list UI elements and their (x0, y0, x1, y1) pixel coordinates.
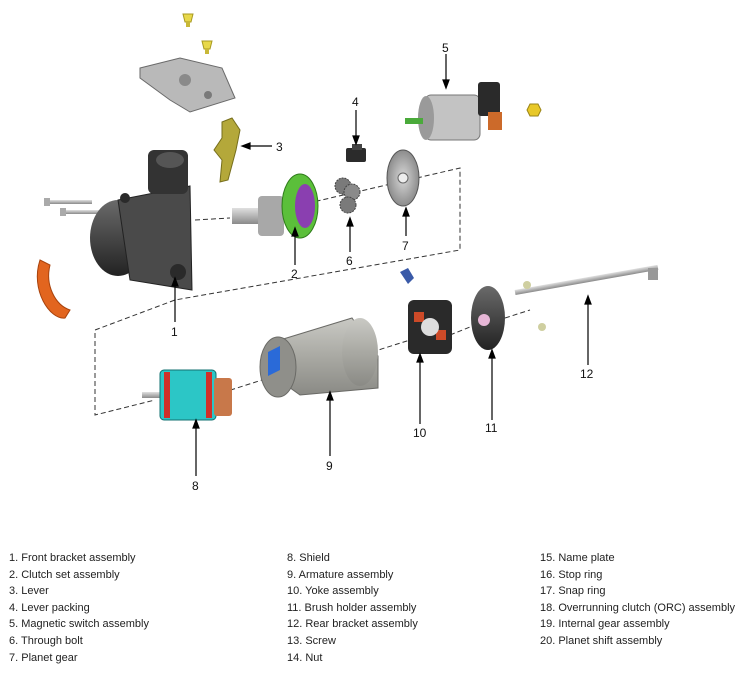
legend-item: 16. Stop ring (540, 568, 603, 581)
callout-10: 10 (413, 426, 427, 440)
callout-6: 6 (346, 254, 353, 268)
bolt-top-2 (201, 40, 213, 54)
callout-2: 2 (291, 267, 298, 281)
rear-bracket-plate-part (471, 286, 505, 350)
callout-1: 1 (171, 325, 178, 339)
brush-holder-part (400, 268, 452, 354)
packing-part (36, 259, 71, 319)
legend-item: 2. Clutch set assembly (9, 568, 120, 581)
leader-lines (171, 54, 592, 476)
legend-item: 11. Brush holder assembly (287, 601, 417, 614)
lever-part (213, 117, 241, 183)
legend-column-3: 15. Name plate 16. Stop ring 17. Snap ri… (540, 550, 735, 650)
callout-11: 11 (485, 421, 498, 435)
planet-gears-part (334, 177, 361, 214)
callout-7: 7 (402, 239, 409, 253)
callout-4: 4 (352, 95, 359, 109)
front-bracket-part (90, 150, 193, 291)
callout-5: 5 (442, 41, 449, 55)
starter-exploded-diagram: 1 2 3 4 5 6 7 8 9 10 11 12 (36, 13, 659, 493)
legend-item: 3. Lever (9, 585, 49, 598)
magnetic-switch-part (405, 82, 542, 141)
callout-8: 8 (192, 479, 199, 493)
armature-part (142, 369, 232, 421)
legend-item: 12. Rear bracket assembly (287, 618, 418, 631)
legend-item: 15. Name plate (540, 552, 615, 564)
legend-item: 20. Planet shift assembly (540, 634, 663, 647)
legend-item: 18. Overrunning clutch (ORC) assembly (540, 601, 736, 614)
legend-item: 9. Armature assembly (287, 568, 394, 581)
legend-item: 10. Yoke assembly (287, 585, 379, 598)
lever-packing-part (346, 144, 366, 162)
callout-9: 9 (326, 459, 333, 473)
yoke-part (259, 317, 379, 398)
legend-item: 14. Nut (287, 651, 323, 664)
parts-legend: 1. Front bracket assembly 2. Clutch set … (0, 550, 755, 670)
legend-column-2: 8. Shield 9. Armature assembly 10. Yoke … (287, 550, 418, 666)
legend-column-1: 1. Front bracket assembly 2. Clutch set … (9, 550, 149, 666)
callout-3: 3 (276, 140, 283, 154)
through-bolts (44, 198, 100, 216)
legend-item: 5. Magnetic switch assembly (9, 618, 149, 631)
callout-12: 12 (580, 367, 594, 381)
legend-item: 17. Snap ring (540, 585, 606, 598)
legend-item: 13. Screw (287, 634, 336, 647)
long-bolt-part (514, 264, 659, 331)
planet-plate-part (386, 149, 420, 207)
legend-item: 4. Lever packing (9, 601, 90, 614)
legend-item: 6. Through bolt (9, 634, 83, 647)
bolt-top-1 (182, 13, 194, 27)
clutch-set-part (232, 173, 319, 239)
legend-item: 7. Planet gear (9, 651, 78, 664)
legend-item: 19. Internal gear assembly (540, 618, 670, 631)
legend-item: 8. Shield (287, 552, 330, 564)
legend-item: 1. Front bracket assembly (9, 552, 136, 564)
shield-plate (139, 57, 236, 113)
